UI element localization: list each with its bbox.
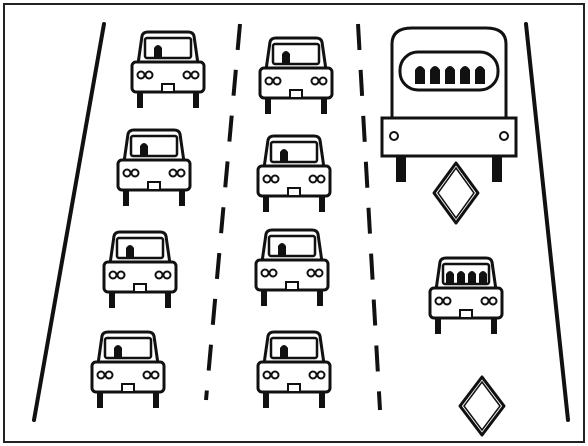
hov-lane-illustration: [0, 0, 588, 446]
